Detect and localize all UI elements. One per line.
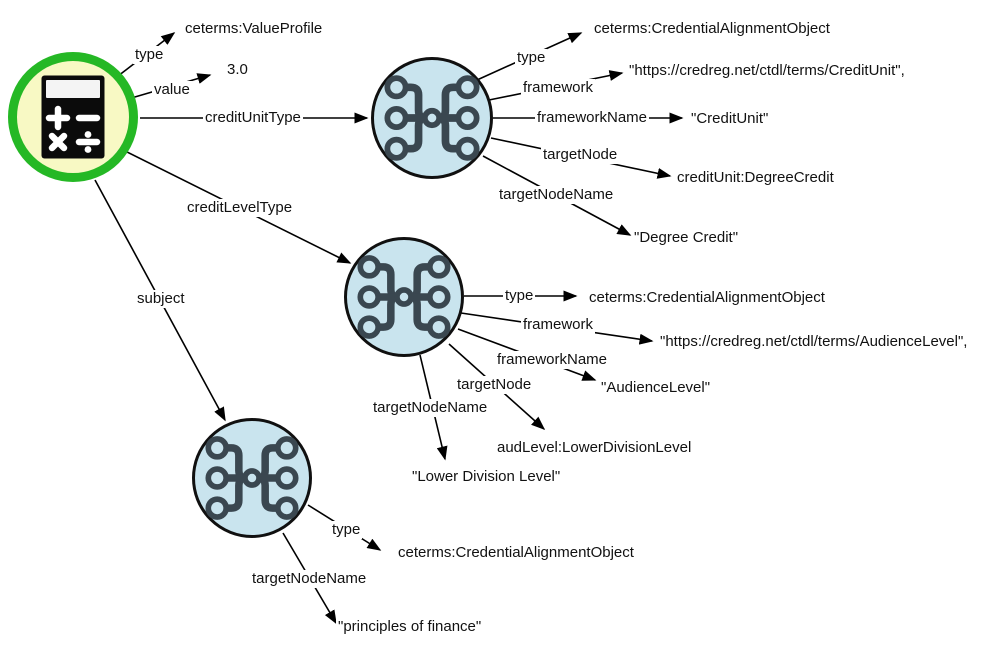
text-root-value-value: 3.0 [225, 61, 250, 79]
text-n3-type-value: ceterms:CredentialAlignmentObject [396, 544, 636, 562]
edge-label-n3-type: type [330, 521, 363, 539]
network-hub-icon [357, 250, 451, 344]
edge-label-n1-frameworkName: frameworkName [535, 109, 650, 127]
text-n1-targetNode-value: creditUnit:DegreeCredit [675, 169, 836, 187]
node-credit-unit-type[interactable] [371, 57, 493, 179]
edge-label-creditLevelType: creditLevelType [185, 199, 295, 217]
text-n2-type-value: ceterms:CredentialAlignmentObject [587, 289, 827, 307]
edge-label-subject: subject [135, 290, 187, 308]
edge-label-creditUnitType: creditUnitType [203, 109, 303, 127]
node-subject[interactable] [192, 418, 312, 538]
edge-label-n3-targetNodeName: targetNodeName [250, 570, 369, 588]
text-n2-frameworkName-value: "AudienceLevel" [599, 379, 713, 397]
edge-label-n2-framework: framework [521, 316, 596, 334]
text-n2-targetNode-value: audLevel:LowerDivisionLevel [495, 439, 694, 457]
text-n1-type-value: ceterms:CredentialAlignmentObject [592, 20, 832, 38]
calculator-icon [41, 75, 105, 159]
text-n1-frameworkName-value: "CreditUnit" [689, 110, 771, 128]
edge-label-n1-targetNode: targetNode [541, 146, 620, 164]
edge-label-n1-framework: framework [521, 79, 596, 97]
node-credit-level-type[interactable] [344, 237, 464, 357]
node-value-profile[interactable] [8, 52, 138, 182]
network-hub-icon [384, 70, 480, 166]
text-n1-targetNodeName-value: "Degree Credit" [632, 229, 741, 247]
edge-label-n2-type: type [503, 287, 536, 305]
edge-label-n1-targetNodeName: targetNodeName [497, 186, 616, 204]
edge-label-root-type: type [133, 46, 166, 64]
edge-label-root-value: value [152, 81, 192, 99]
edge-label-n2-frameworkName: frameworkName [495, 351, 610, 369]
text-n2-targetNodeName-value: "Lower Division Level" [410, 468, 563, 486]
text-n1-framework-value: "https://credreg.net/ctdl/terms/CreditUn… [627, 62, 907, 80]
text-n3-targetNodeName-value: "principles of finance" [336, 618, 484, 636]
edge-label-n2-targetNode: targetNode [455, 376, 534, 394]
network-hub-icon [205, 431, 299, 525]
text-n2-framework-value: "https://credreg.net/ctdl/terms/Audience… [658, 333, 970, 351]
edge-label-n1-type: type [515, 49, 548, 67]
edge-label-n2-targetNodeName: targetNodeName [371, 399, 490, 417]
text-root-type-value: ceterms:ValueProfile [183, 20, 325, 38]
